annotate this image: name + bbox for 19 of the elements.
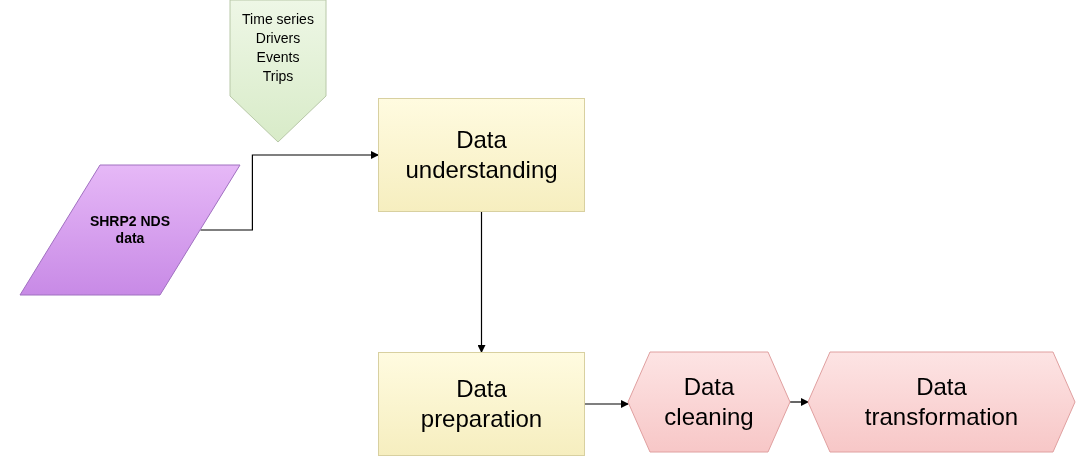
data-types-pentagon: [230, 0, 326, 142]
data-type-label: Time series: [242, 10, 314, 29]
arrow: [199, 151, 379, 231]
arrow: [584, 400, 629, 408]
process-box: [378, 98, 585, 212]
data-type-label: Drivers: [255, 29, 301, 48]
node-label: Data preparation: [419, 374, 544, 434]
node-label: SHRP2 NDS data: [88, 212, 172, 248]
arrow: [789, 398, 809, 406]
node-label: Data understanding: [405, 125, 558, 185]
process-box: [378, 352, 585, 456]
data-type-label: Events: [256, 48, 300, 67]
data-type-label: Trips: [262, 67, 294, 86]
node-label: Data cleaning: [664, 372, 754, 432]
node-label: Data transformation: [863, 372, 1020, 432]
process-hexagon: [628, 352, 790, 452]
arrow: [477, 211, 486, 353]
process-hexagon: [808, 352, 1075, 452]
data-source-parallelogram: [20, 165, 240, 295]
